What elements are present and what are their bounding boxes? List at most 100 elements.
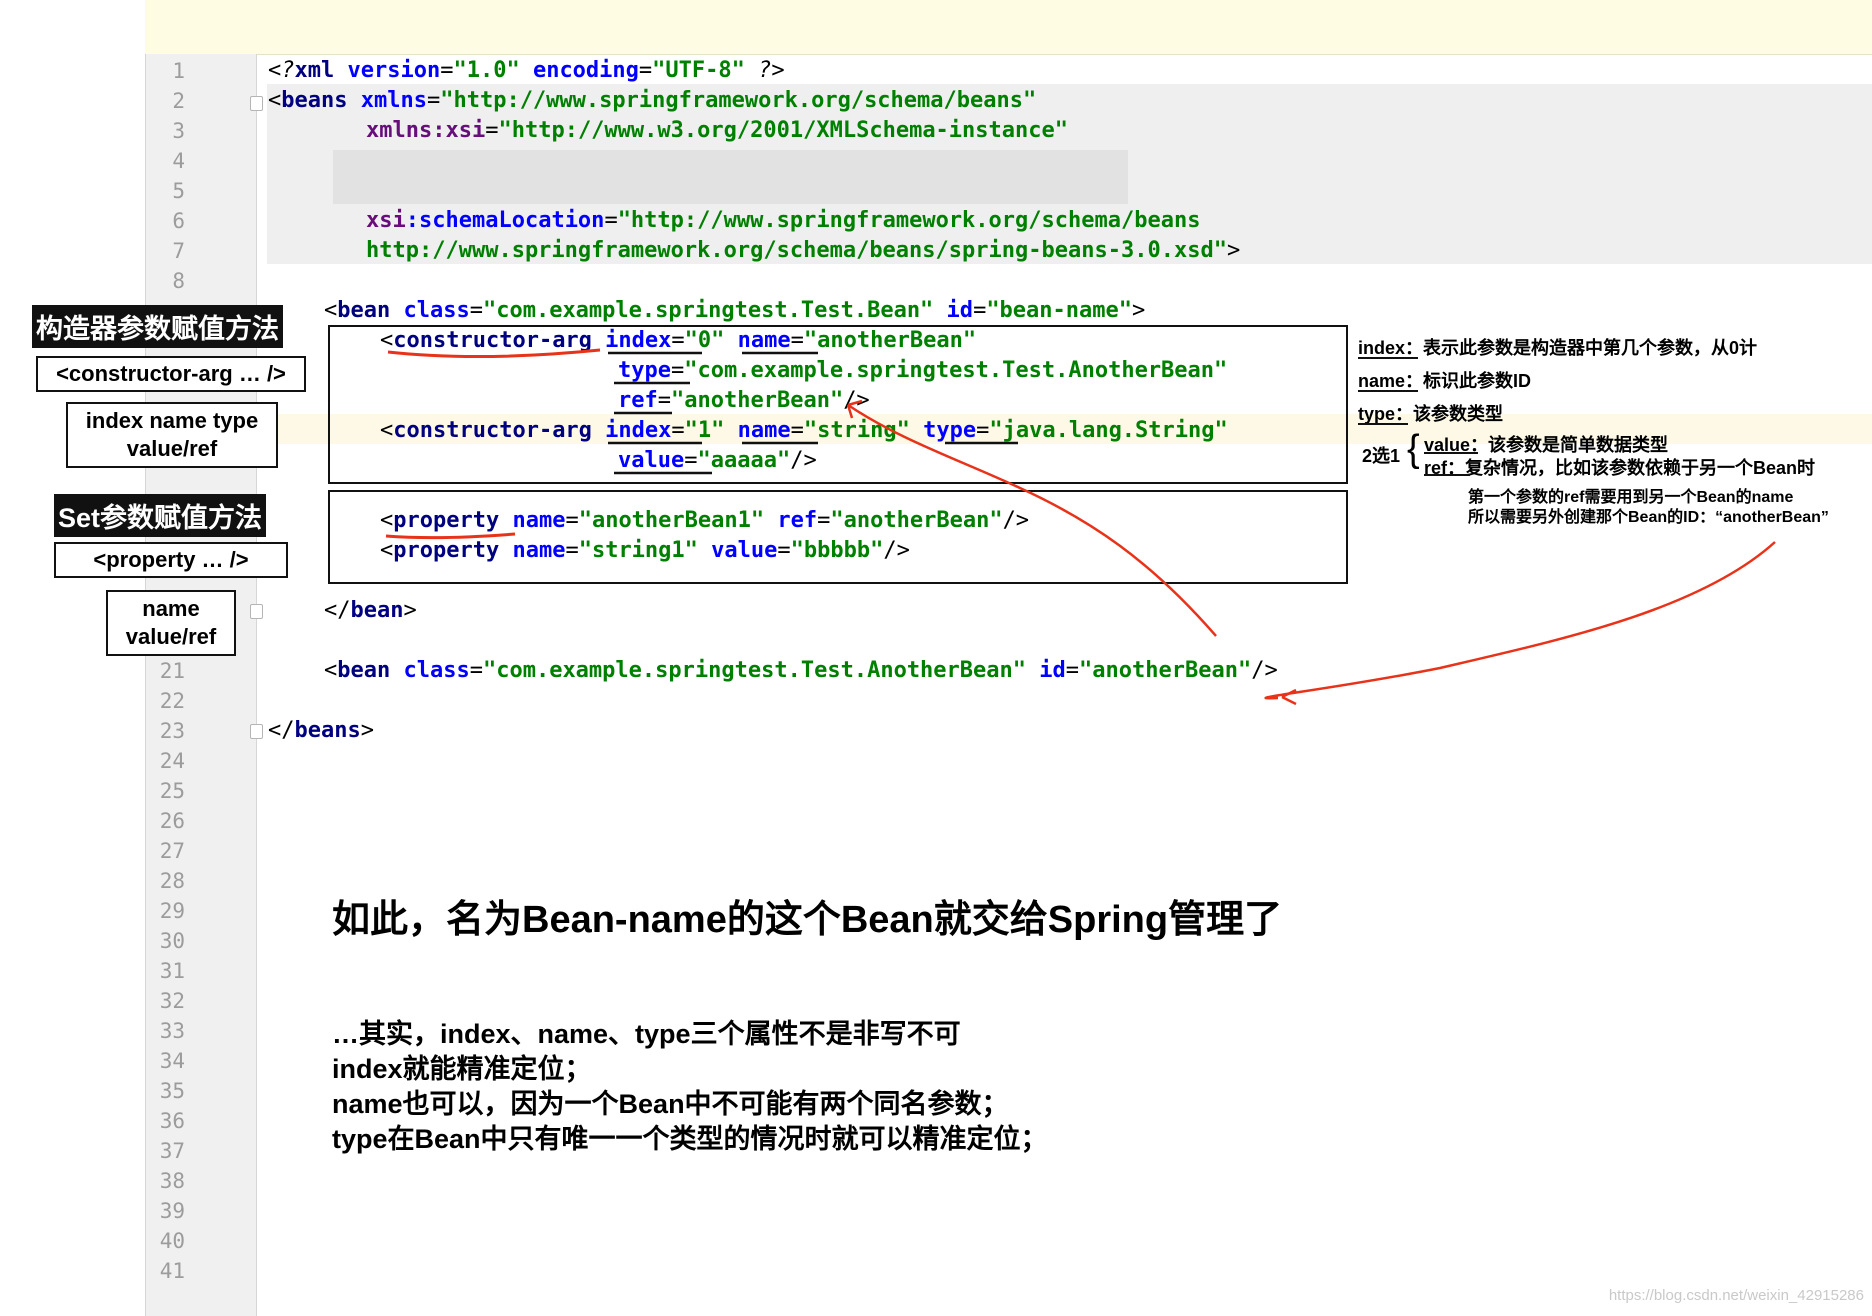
note-value: value：该参数是简单数据类型: [1424, 431, 1668, 457]
code-line-12[interactable]: ref="anotherBean"/>: [618, 386, 870, 416]
code-line-1[interactable]: <?xml version="1.0" encoding="UTF-8" ?>: [268, 56, 785, 86]
attr-name: id: [1026, 658, 1066, 683]
note-type-text: ：该参数类型: [1395, 404, 1504, 424]
attr-eq: =: [469, 658, 483, 683]
tag-open: <: [380, 418, 394, 443]
note-ref-detail-2: 所以需要另外创建那个Bean的ID：“anotherBean”: [1468, 509, 1829, 526]
note-name-text: ：标识此参数ID: [1405, 371, 1532, 391]
attr-value: "anotherBean": [1079, 658, 1252, 683]
cursor-line-highlight: [267, 414, 1872, 444]
code-line-6[interactable]: xsi:schemaLocation="http://www.springfra…: [366, 206, 1200, 236]
attr-eq: =: [565, 538, 579, 563]
attr-name: name: [724, 328, 791, 353]
constructor-attrs-box: index name type value/ref: [66, 402, 278, 468]
code-line-3[interactable]: xmlns:xsi="http://www.w3.org/2001/XMLSch…: [366, 116, 1068, 146]
line-number: 39: [159, 1199, 185, 1223]
attr-eq: =: [604, 208, 618, 233]
red-arrow-to-anotherbean: [1264, 541, 1776, 700]
attr-value: "com.example.springtest.Test.AnotherBean…: [684, 358, 1228, 383]
namespace-prefix: xsi: [366, 208, 406, 233]
red-arrowhead-ref: [846, 399, 863, 419]
line-number: 7: [172, 239, 185, 263]
attr-eq: =: [671, 328, 685, 353]
note-ref-detail-1: 第一个参数的ref需要用到另一个Bean的name: [1468, 489, 1794, 506]
line-number: 33: [159, 1019, 185, 1043]
fold-marker-beans-end[interactable]: [250, 724, 263, 739]
code-line-11[interactable]: type="com.example.springtest.Test.Anothe…: [618, 356, 1227, 386]
attr-name: value: [697, 538, 778, 563]
attr-name: name: [724, 418, 791, 443]
line-number: 28: [159, 869, 185, 893]
note-name: name：标识此参数ID: [1358, 367, 1531, 393]
note-ref-text: ：复杂情况，比如该参数依赖于另一个Bean时: [1447, 458, 1816, 478]
constructor-attrs-line2: value/ref: [126, 436, 218, 461]
attr-eq: =: [440, 58, 454, 83]
code-line-21[interactable]: <bean class="com.example.springtest.Test…: [324, 656, 1278, 686]
attr-name: name: [499, 508, 566, 533]
namespace-attr: xmlns:xsi: [366, 118, 486, 143]
line-number: 3: [172, 119, 185, 143]
brace-symbol: {: [1407, 428, 1420, 470]
attr-name: type: [618, 358, 671, 383]
watermark: https://blog.csdn.net/weixin_42915286: [1608, 1287, 1864, 1304]
note-type-key: type: [1358, 404, 1396, 424]
code-line-19[interactable]: </bean>: [324, 596, 417, 626]
code-line-16[interactable]: <property name="anotherBean1" ref="anoth…: [380, 506, 1029, 536]
code-line-14[interactable]: value="aaaaa"/>: [618, 446, 817, 476]
property-box: [328, 490, 1348, 584]
tag-close: />: [790, 448, 817, 473]
attr-eq: =: [638, 58, 653, 83]
fold-marker-beans[interactable]: [250, 96, 263, 111]
attr-eq: =: [670, 358, 685, 383]
attr-name: version: [334, 58, 441, 83]
attr-eq: =: [684, 448, 698, 473]
summary-paragraph-1: …其实，index、name、type三个属性不是非写不可: [332, 1019, 961, 1049]
tag-open: <: [324, 658, 338, 683]
line-number: 41: [159, 1259, 185, 1283]
line-number: 35: [159, 1079, 185, 1103]
code-line-10[interactable]: <constructor-arg index="0" name="another…: [380, 326, 976, 356]
red-underline-property: [385, 532, 516, 540]
tag-close: />: [1002, 508, 1030, 533]
code-line-2[interactable]: <beans xmlns="http://www.springframework…: [268, 86, 1036, 116]
attr-name: index: [591, 418, 672, 443]
tag-close: />: [1251, 658, 1278, 683]
code-line-9[interactable]: <bean class="com.example.springtest.Test…: [324, 296, 1145, 326]
line-number: 1: [172, 59, 185, 83]
fold-marker-bean[interactable]: [250, 604, 263, 619]
attr-name: ref: [618, 388, 658, 413]
code-line-7[interactable]: http://www.springframework.org/schema/be…: [366, 236, 1240, 266]
tag-open: <: [324, 298, 338, 323]
code-line-17[interactable]: <property name="string1" value="bbbbb"/>: [380, 536, 910, 566]
tag-name: constructor-arg: [393, 328, 592, 353]
attr-eq: =: [817, 508, 831, 533]
tag-name: property: [393, 508, 500, 533]
attr-eq: =: [1065, 658, 1080, 683]
line-number: 25: [159, 779, 185, 803]
constructor-attrs-line1: index name type: [85, 408, 259, 433]
attr-eq: =: [790, 328, 804, 353]
attr-value: "com.example.springtest.Test.AnotherBean…: [482, 658, 1027, 683]
attr-name: type: [909, 418, 977, 443]
tag-name: constructor-arg: [393, 418, 592, 443]
attr-value: http://www.springframework.org/schema/be…: [366, 238, 1227, 263]
xml-pi-open: <?: [268, 58, 295, 83]
line-number: 22: [159, 689, 185, 713]
attr-value: "com.example.springtest.Test.Bean": [482, 298, 934, 323]
tag-open: </: [324, 598, 351, 623]
attr-value: "bbbbb": [790, 538, 884, 563]
line-number: 4: [172, 149, 185, 173]
line-number: 27: [159, 839, 185, 863]
tag-close: >: [360, 718, 374, 743]
attr-value: "http://www.w3.org/2001/XMLSchema-instan…: [498, 118, 1069, 143]
code-line-13[interactable]: <constructor-arg index="1" name="string"…: [380, 416, 1228, 446]
code-line-23[interactable]: </beans>: [268, 716, 374, 746]
attr-eq: =: [485, 118, 499, 143]
xml-pi-close: ?>: [744, 58, 785, 83]
note-name-key: name: [1358, 371, 1406, 391]
line-number: 36: [159, 1109, 185, 1133]
line-number: 32: [159, 989, 185, 1013]
line-number: 34: [159, 1049, 185, 1073]
attr-eq: =: [565, 508, 579, 533]
line-number: 6: [172, 209, 185, 233]
